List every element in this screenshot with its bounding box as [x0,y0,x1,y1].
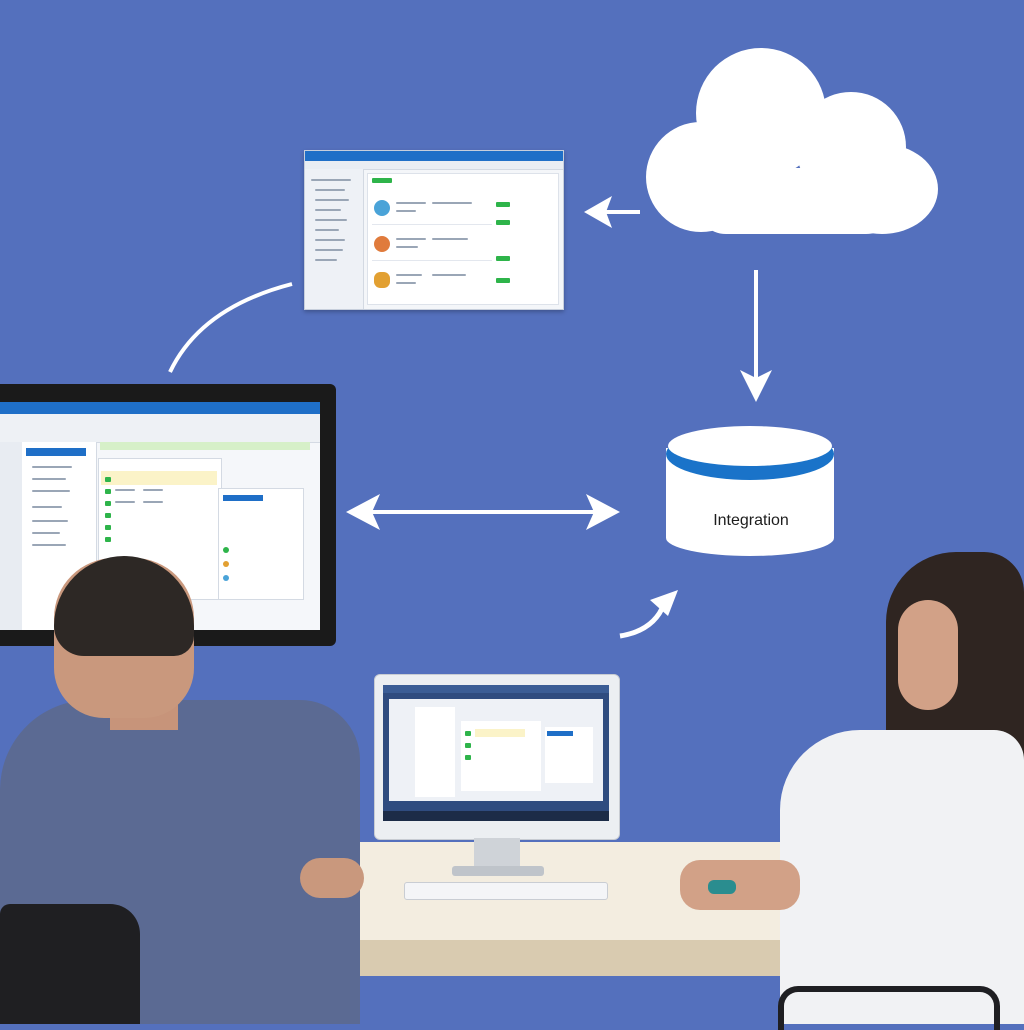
workstation-stand-base [452,866,544,876]
workstation-monitor [374,674,620,840]
arrow-down-icon [740,270,772,402]
app-window-screenshot [304,150,564,310]
app-window-titlebar [305,151,563,161]
app-window-row [372,232,492,261]
arrow-left-icon [584,196,640,228]
workstation-screen [383,685,609,821]
cloud-icon [646,48,942,236]
double-arrow-icon [346,494,620,530]
curved-arrow-icon [619,590,678,639]
workstation-stand [474,838,520,868]
keyboard [404,882,608,900]
integration-label: Integration [713,512,789,529]
chair-right [778,986,1000,1030]
app-window-sidebar [305,169,364,309]
app-window-row [372,196,492,225]
connector-curve [168,282,293,373]
app-window-row [372,268,492,296]
app-window-menubar [305,161,563,170]
chair-left [0,904,140,1024]
app-window-content [367,173,559,305]
